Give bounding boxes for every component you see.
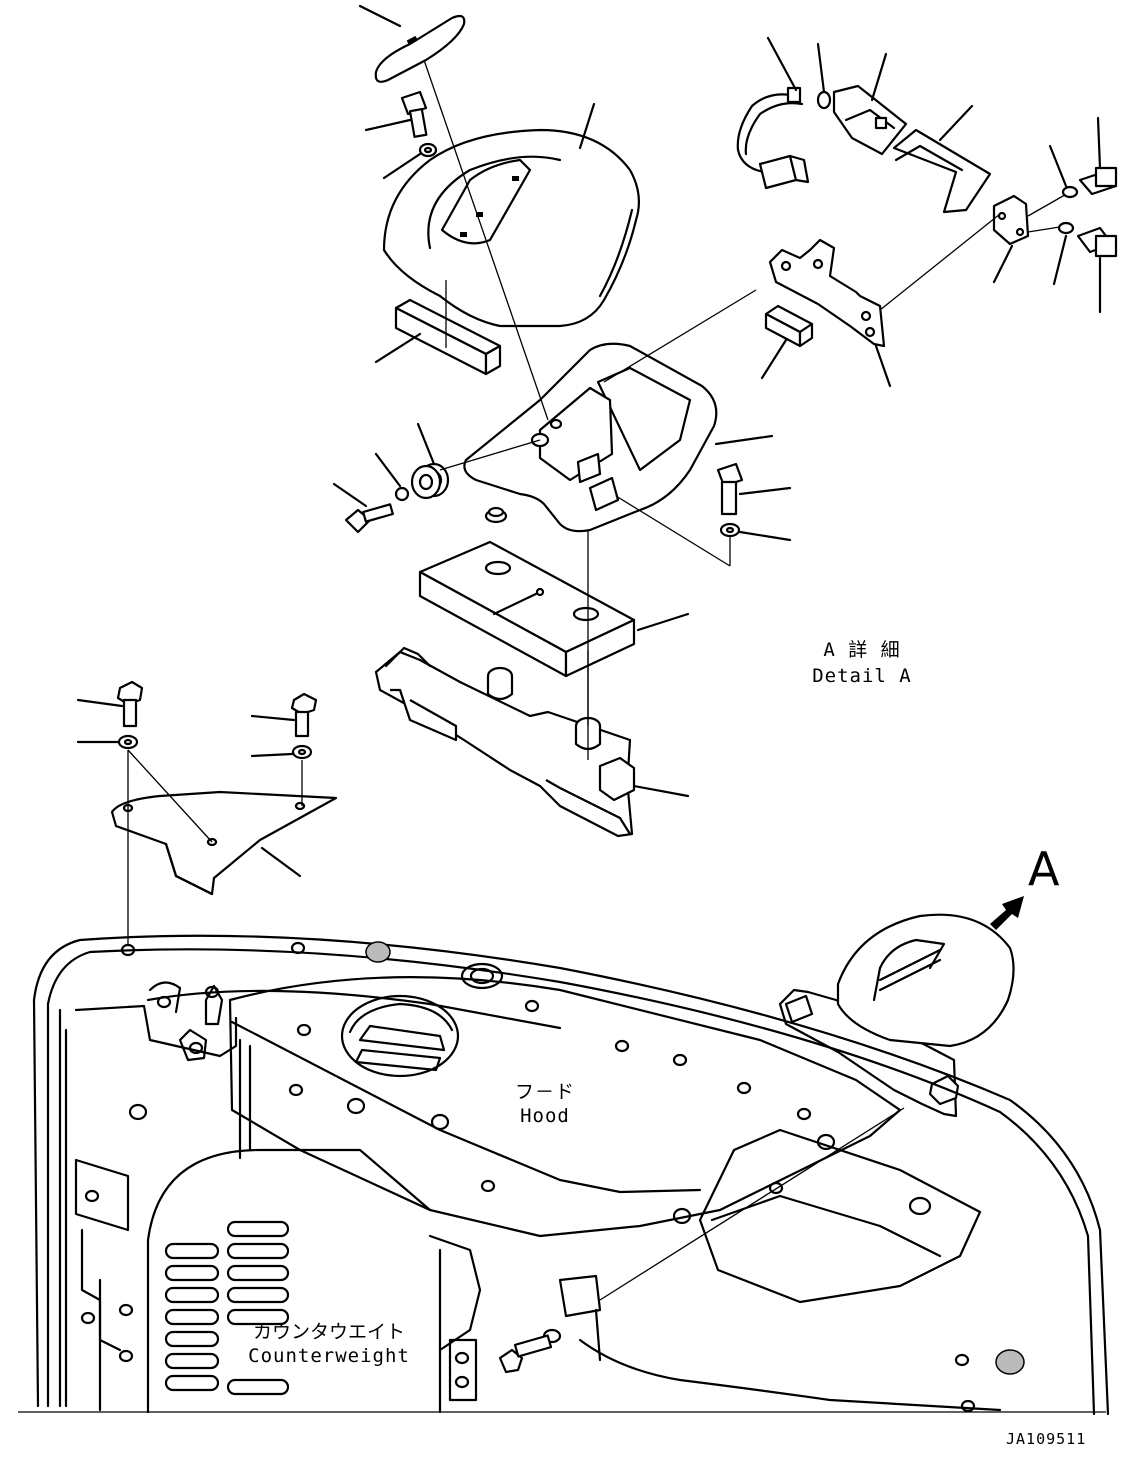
bracket-frame-part <box>463 342 774 533</box>
drawing-number: JA109511 <box>1006 1430 1087 1448</box>
view-arrow-icon <box>990 896 1024 930</box>
assembled-view-part <box>599 913 1015 1301</box>
cover-bolt-part <box>364 90 438 180</box>
base-plate-part <box>374 646 690 838</box>
cover-pad-part <box>374 298 502 376</box>
left-bracket-part <box>76 680 338 946</box>
machine-hood-outline <box>32 934 1110 1416</box>
hood-label-jp: フ－ド <box>514 1081 575 1103</box>
harness-bracket-part <box>603 213 1001 388</box>
counterweight-label-jp: カウンタウエイト <box>252 1321 405 1343</box>
counterweight-label-en: Counterweight <box>248 1345 410 1367</box>
hood-fastener-holes <box>84 941 1025 1413</box>
clip-bracket-part <box>992 191 1071 284</box>
bracket-pad-part <box>760 304 814 380</box>
grommet-part <box>332 422 541 534</box>
top-cap-part <box>358 4 466 83</box>
harness-bolt-part <box>1048 116 1118 314</box>
left-side-mechanisms <box>74 981 224 1412</box>
small-grommet-part <box>484 506 508 524</box>
counterweight-vents <box>146 1148 432 1414</box>
detail-a-label-jp: A 詳 細 <box>823 639 901 661</box>
hood-top-panel <box>228 962 982 1304</box>
view-marker-label: A <box>1028 842 1061 896</box>
cover-housing-part <box>382 102 641 328</box>
hood-label-en: Hood <box>520 1105 570 1127</box>
detail-a-label-en: Detail A <box>812 665 912 687</box>
flat-plate-part <box>892 104 992 214</box>
lower-center-mechanisms <box>428 1234 1002 1414</box>
foam-block-part <box>418 540 690 678</box>
frame-bolt-part <box>615 462 792 567</box>
wiring-harness-part <box>736 36 908 190</box>
